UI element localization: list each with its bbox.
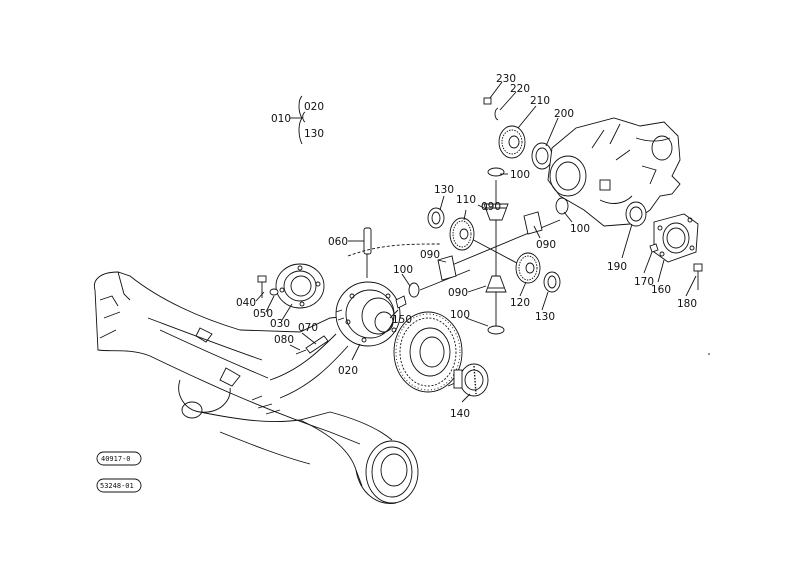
pinion-gear-bottom bbox=[485, 275, 507, 293]
assembly-guide-line bbox=[347, 243, 441, 257]
part-range-bracket bbox=[290, 95, 306, 145]
label-020-range-start: 020 bbox=[304, 101, 324, 113]
part-labels: 010 020 130 020 030 040 050 060 070 080 … bbox=[236, 73, 697, 420]
thrust-washer-left bbox=[408, 282, 420, 298]
label-070: 070 bbox=[298, 322, 318, 334]
pin-170 bbox=[649, 243, 659, 253]
label-100-bottom: 100 bbox=[450, 309, 470, 321]
label-090-top: 090 bbox=[481, 201, 501, 213]
label-100-left: 100 bbox=[393, 264, 413, 276]
label-230: 230 bbox=[496, 73, 516, 85]
label-090-left: 090 bbox=[420, 249, 440, 261]
label-090-right: 090 bbox=[536, 239, 556, 251]
seal-190 bbox=[625, 201, 647, 227]
label-060: 060 bbox=[328, 236, 348, 248]
bolt-180 bbox=[693, 263, 703, 290]
thrust-washer-right bbox=[555, 197, 569, 215]
stray-mark bbox=[708, 353, 710, 355]
label-180: 180 bbox=[677, 298, 697, 310]
bolt-040 bbox=[257, 275, 267, 298]
side-gear-120 bbox=[515, 252, 541, 284]
drive-gear bbox=[498, 125, 526, 159]
pinion-shaft bbox=[447, 363, 489, 397]
side-washer-left bbox=[427, 207, 445, 229]
label-130-right: 130 bbox=[535, 311, 555, 323]
label-090-bottom: 090 bbox=[448, 287, 468, 299]
label-150: 150 bbox=[392, 314, 412, 326]
label-220: 220 bbox=[510, 83, 530, 95]
label-200: 200 bbox=[554, 108, 574, 120]
ref-tag-2 bbox=[96, 478, 142, 493]
pin-060 bbox=[363, 227, 372, 278]
cover-160 bbox=[653, 213, 699, 263]
label-040: 040 bbox=[236, 297, 256, 309]
label-190: 190 bbox=[607, 261, 627, 273]
label-130-range-end: 130 bbox=[304, 128, 324, 140]
pinion-gear-left bbox=[437, 255, 457, 281]
label-110: 110 bbox=[456, 194, 476, 206]
snap-ring-220 bbox=[494, 107, 499, 121]
label-160: 160 bbox=[651, 284, 671, 296]
ref-tag-1 bbox=[96, 451, 142, 466]
label-130-left: 130 bbox=[434, 184, 454, 196]
differential-case bbox=[335, 281, 407, 347]
label-030: 030 bbox=[270, 318, 290, 330]
label-210: 210 bbox=[530, 95, 550, 107]
pin-080 bbox=[295, 335, 329, 355]
side-washer-right bbox=[543, 271, 561, 293]
label-100-top: 100 bbox=[510, 169, 530, 181]
ref-tag-2-text: 53248-01 bbox=[100, 482, 134, 490]
thrust-washer-bottom bbox=[487, 325, 505, 335]
label-080: 080 bbox=[274, 334, 294, 346]
differential-gears bbox=[408, 167, 569, 335]
label-170: 170 bbox=[634, 276, 654, 288]
washer-050 bbox=[269, 288, 279, 296]
bearing-200 bbox=[531, 142, 553, 170]
label-120: 120 bbox=[510, 297, 530, 309]
label-020: 020 bbox=[338, 365, 358, 377]
bearing-cap bbox=[275, 263, 325, 309]
ring-gear bbox=[393, 311, 463, 393]
label-140: 140 bbox=[450, 408, 470, 420]
axle-housing bbox=[93, 271, 419, 504]
leader-lines bbox=[255, 81, 697, 403]
label-010: 010 bbox=[271, 113, 291, 125]
side-gear-110 bbox=[449, 217, 475, 251]
pinion-gear-right bbox=[523, 211, 543, 235]
label-100-right: 100 bbox=[570, 223, 590, 235]
bolt-230 bbox=[483, 97, 492, 105]
thrust-washer-top bbox=[487, 167, 505, 177]
gear-case bbox=[547, 117, 681, 227]
label-050: 050 bbox=[253, 308, 273, 320]
reference-tags: 40917-0 53248-01 bbox=[96, 451, 142, 493]
ref-tag-1-text: 40917-0 bbox=[101, 455, 131, 463]
